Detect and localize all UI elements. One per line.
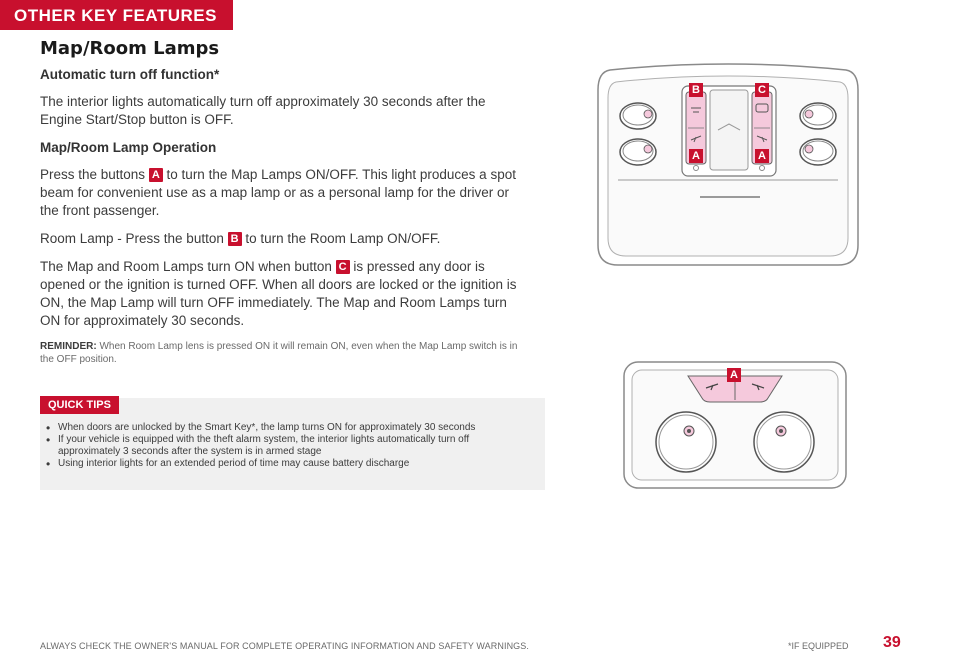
figure-label-a-left: A: [689, 149, 703, 163]
reminder-text: When Room Lamp lens is pressed ON it wil…: [40, 341, 518, 365]
figure-label-a-right: A: [755, 149, 769, 163]
badge-a: A: [148, 168, 163, 182]
right-lamp-buttons: [799, 102, 837, 166]
auto-turn-off-text: The interior lights automatically turn o…: [40, 94, 486, 127]
quick-tip-item: If your vehicle is equipped with the the…: [44, 434, 514, 458]
quick-tips-list: When doors are unlocked by the Smart Key…: [44, 422, 514, 470]
figure-label-b: B: [689, 83, 703, 97]
room-lamp-text-start: Room Lamp - Press the button: [40, 231, 224, 246]
map-lamp-figure: A: [620, 358, 850, 492]
map-lamp-text-start: Press the buttons: [40, 167, 146, 182]
figure-label-c: C: [755, 83, 769, 97]
map-lamp-paragraph: Press the buttons A to turn the Map Lamp…: [40, 166, 520, 220]
operation-heading: Map/Room Lamp Operation: [40, 140, 217, 155]
page-title: Map/Room Lamps: [40, 38, 220, 59]
map-lamp-text-end: to turn the Map Lamps ON/OFF. This light…: [40, 167, 516, 218]
quick-tip-item: Using interior lights for an extended pe…: [44, 458, 514, 470]
reminder-label: REMINDER:: [40, 341, 97, 352]
door-lamp-paragraph: The Map and Room Lamps turn ON when butt…: [40, 258, 520, 330]
badge-b: B: [227, 232, 242, 246]
quick-tips-label: QUICK TIPS: [40, 396, 119, 414]
room-lamp-paragraph: Room Lamp - Press the button B to turn t…: [40, 230, 520, 248]
footer-if-equipped: *IF EQUIPPED: [788, 641, 849, 651]
map-lamp-illustration: [623, 361, 847, 489]
door-lamp-text-start: The Map and Room Lamps turn ON when butt…: [40, 259, 332, 274]
reminder-note: REMINDER: When Room Lamp lens is pressed…: [40, 340, 520, 366]
left-lamp-buttons: [619, 102, 657, 166]
page-number: 39: [883, 634, 901, 651]
door-lamp-text-end: is pressed any door is opened or the ign…: [40, 259, 517, 328]
quick-tip-item: When doors are unlocked by the Smart Key…: [44, 422, 514, 434]
overhead-console-figure: B C A A: [590, 60, 866, 270]
footer-disclaimer: ALWAYS CHECK THE OWNER'S MANUAL FOR COMP…: [40, 641, 529, 651]
main-content: Automatic turn off function* The interio…: [40, 66, 520, 340]
figure-label-a-bottom: A: [727, 368, 741, 382]
section-header-tab: OTHER KEY FEATURES: [0, 0, 233, 30]
overhead-console-illustration: [597, 63, 859, 266]
center-switch-panel: [681, 85, 777, 177]
badge-c: C: [335, 260, 350, 274]
room-lamp-text-end: to turn the Room Lamp ON/OFF.: [245, 231, 441, 246]
auto-turn-off-heading: Automatic turn off function*: [40, 67, 220, 82]
